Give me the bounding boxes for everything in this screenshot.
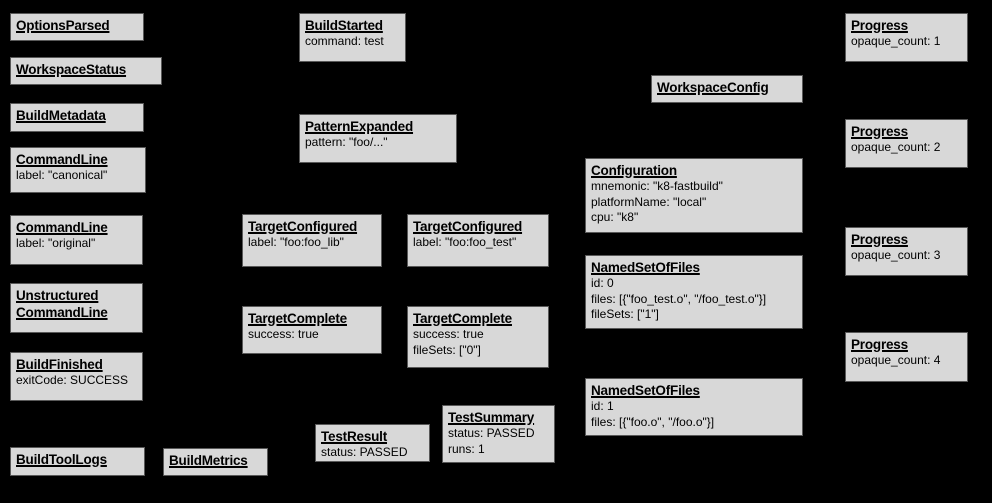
event-box-workspace-status: WorkspaceStatus <box>10 57 162 85</box>
event-box-attribute: pattern: "foo/..." <box>305 135 388 149</box>
event-box-attribute: cpu: "k8" <box>591 210 639 224</box>
event-box-attribute: label: "foo:foo_lib" <box>248 235 344 249</box>
event-box-title: TargetConfigured <box>413 219 523 234</box>
event-box-title: Unstructured <box>16 288 99 303</box>
event-box-title: BuildMetrics <box>169 453 248 468</box>
event-box-title: Progress <box>851 337 908 352</box>
event-box-build-metadata: BuildMetadata <box>10 103 144 132</box>
event-box-attribute: platformName: "local" <box>591 194 707 209</box>
event-box-attribute: opaque_count: 3 <box>851 248 941 262</box>
event-box-attribute: status: PASSED <box>321 445 408 459</box>
event-box-title: Configuration <box>591 163 677 178</box>
event-box-title: OptionsParsed <box>16 18 110 33</box>
event-box-attribute: success: true <box>248 327 319 341</box>
event-box-attribute: id: 0 <box>591 276 614 290</box>
event-box-attribute: fileSets: ["0"] <box>413 342 481 357</box>
event-box-title: WorkspaceStatus <box>16 62 127 77</box>
event-box-attribute: runs: 1 <box>448 441 485 456</box>
event-box-title: CommandLine <box>16 305 108 320</box>
event-box-title: NamedSetOfFiles <box>591 260 700 275</box>
event-box-attribute: label: "foo:foo_test" <box>413 235 517 249</box>
event-box-title: Progress <box>851 124 908 139</box>
event-box-title: TargetConfigured <box>248 219 358 234</box>
event-box-workspace-config: WorkspaceConfig <box>651 75 803 103</box>
event-box-options-parsed: OptionsParsed <box>10 13 144 41</box>
event-box-title: TargetComplete <box>413 311 512 326</box>
event-box-attribute: opaque_count: 1 <box>851 34 941 48</box>
event-box-attribute: exitCode: SUCCESS <box>16 373 129 387</box>
event-box-title: TargetComplete <box>248 311 347 326</box>
event-box-title: CommandLine <box>16 220 108 235</box>
event-box-title: BuildStarted <box>305 18 383 33</box>
event-box-attribute: fileSets: ["1"] <box>591 307 659 321</box>
event-box-attribute: label: "original" <box>16 236 96 250</box>
event-box-attribute: opaque_count: 4 <box>851 353 941 367</box>
event-box-attribute: success: true <box>413 327 484 341</box>
event-box-title: TestSummary <box>448 410 535 425</box>
event-box-build-tool-logs: BuildToolLogs <box>10 447 145 476</box>
event-box-attribute: id: 1 <box>591 399 614 413</box>
event-box-attribute: mnemonic: "k8-fastbuild" <box>591 179 723 193</box>
event-box-title: CommandLine <box>16 152 108 167</box>
event-box-attribute: files: [{"foo.o", "/foo.o"}] <box>591 414 715 429</box>
event-box-attribute: opaque_count: 2 <box>851 140 941 154</box>
event-box-attribute: command: test <box>305 34 384 48</box>
event-box-title: Progress <box>851 18 908 33</box>
event-box-title: BuildToolLogs <box>16 452 107 467</box>
event-box-title: WorkspaceConfig <box>657 80 769 95</box>
event-box-title: BuildMetadata <box>16 108 106 123</box>
event-box-attribute: status: PASSED <box>448 426 535 440</box>
event-box-attribute: files: [{"foo_test.o", "/foo_test.o"}] <box>591 291 767 306</box>
event-box-title: PatternExpanded <box>305 119 414 134</box>
event-box-title: BuildFinished <box>16 357 103 372</box>
event-box-title: NamedSetOfFiles <box>591 383 700 398</box>
event-box-attribute: label: "canonical" <box>16 168 108 182</box>
event-box-title: TestResult <box>321 429 388 444</box>
event-box-title: Progress <box>851 232 908 247</box>
event-box-build-metrics: BuildMetrics <box>163 448 268 476</box>
